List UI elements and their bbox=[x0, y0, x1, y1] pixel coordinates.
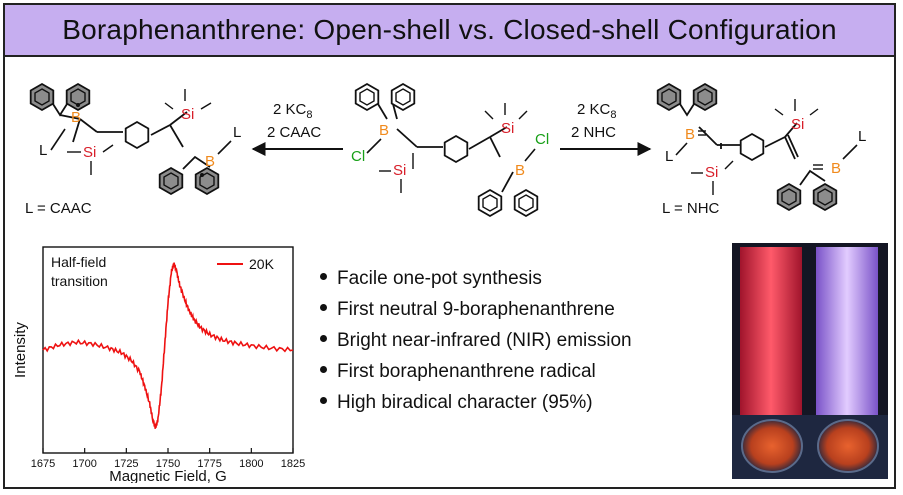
atom-silicon: Si bbox=[181, 106, 194, 123]
bullet-dot-icon bbox=[320, 366, 327, 374]
x-tick-label: 1800 bbox=[239, 458, 263, 470]
atom-chlorine: Cl bbox=[351, 148, 365, 165]
feature-item: Facile one-pot synthesis bbox=[320, 263, 720, 294]
atom-silicon: Si bbox=[791, 116, 804, 133]
x-ticks: 1675 1700 1725 1750 1775 1800 1825 bbox=[31, 448, 305, 470]
atom-silicon: Si bbox=[83, 144, 96, 161]
page-title: Boraphenanthrene: Open-shell vs. Closed-… bbox=[62, 14, 837, 45]
feature-text: Facile one-pot synthesis bbox=[337, 268, 542, 289]
plot-area bbox=[42, 246, 294, 454]
left-reagent-2: 2 CAAC bbox=[267, 124, 321, 141]
feature-text: Bright near-infrared (NIR) emission bbox=[337, 330, 632, 351]
right-reagent-1: 2 KC bbox=[577, 101, 611, 118]
x-tick-label: 1825 bbox=[281, 458, 305, 470]
atom-boron: B bbox=[379, 122, 389, 139]
atom-ligand: L bbox=[858, 128, 866, 145]
x-tick-label: 1700 bbox=[72, 458, 96, 470]
atom-ligand: L bbox=[233, 124, 241, 141]
bullet-dot-icon bbox=[320, 335, 327, 343]
x-tick-label: 1775 bbox=[197, 458, 221, 470]
center-molecule: B Cl Si Si B Cl bbox=[351, 83, 549, 217]
annotation-line-1: Half-field bbox=[51, 254, 106, 270]
bullet-dot-icon bbox=[320, 273, 327, 281]
atom-ligand: L bbox=[39, 142, 47, 159]
atom-boron: B bbox=[205, 153, 215, 170]
atom-silicon: Si bbox=[705, 164, 718, 181]
atom-silicon: Si bbox=[501, 120, 514, 137]
bullet-dot-icon bbox=[320, 304, 327, 312]
y-axis-label: Intensity bbox=[13, 322, 29, 378]
right-powder-dish bbox=[817, 419, 879, 473]
svg-text:2 KC8: 2 KC8 bbox=[577, 101, 616, 121]
atom-boron: B bbox=[71, 109, 81, 126]
atom-silicon: Si bbox=[393, 162, 406, 179]
feature-item: First boraphenanthrene radical bbox=[320, 356, 720, 387]
purple-emission-vial bbox=[816, 247, 878, 415]
x-tick-label: 1750 bbox=[156, 458, 180, 470]
vial-photo bbox=[732, 243, 888, 479]
series-20K-line bbox=[42, 262, 294, 429]
left-ligand-label: L = CAAC bbox=[25, 200, 92, 217]
atom-ligand: L bbox=[665, 148, 673, 165]
bullet-dot-icon bbox=[320, 397, 327, 405]
feature-item: High biradical character (95%) bbox=[320, 387, 720, 418]
right-reagent-1-sub: 8 bbox=[610, 109, 616, 121]
atom-boron: B bbox=[831, 160, 841, 177]
right-reagent-2: 2 NHC bbox=[571, 124, 616, 141]
graphic-frame: Boraphenanthrene: Open-shell vs. Closed-… bbox=[3, 3, 896, 489]
x-axis-label: Magnetic Field, G bbox=[109, 468, 227, 483]
feature-item: First neutral 9-boraphenanthrene bbox=[320, 294, 720, 325]
title-banner: Boraphenanthrene: Open-shell vs. Closed-… bbox=[5, 5, 894, 57]
annotation-line-2: transition bbox=[51, 273, 108, 289]
atom-boron: B bbox=[685, 126, 695, 143]
right-ligand-label: L = NHC bbox=[662, 200, 720, 217]
left-molecule: B L Si Si B L L = CAAC bbox=[25, 83, 241, 217]
left-powder-dish bbox=[741, 419, 803, 473]
legend-label: 20K bbox=[249, 256, 275, 272]
feature-text: First boraphenanthrene radical bbox=[337, 361, 596, 382]
x-tick-label: 1725 bbox=[114, 458, 138, 470]
red-emission-vial bbox=[740, 247, 802, 415]
left-reagent-1: 2 KC bbox=[273, 101, 307, 118]
epr-spectrum-chart: 1675 1700 1725 1750 1775 1800 1825 Intensity M… bbox=[13, 246, 305, 483]
x-tick-label: 1675 bbox=[31, 458, 55, 470]
reaction-scheme: B L Si Si B L L = CAAC 2 KC8 2 CAAC bbox=[25, 83, 866, 217]
left-reagent-1-sub: 8 bbox=[306, 109, 312, 121]
svg-text:2 KC8: 2 KC8 bbox=[273, 101, 312, 121]
right-molecule: B L Si Si B L L = NHC bbox=[656, 83, 866, 217]
feature-text: First neutral 9-boraphenanthrene bbox=[337, 299, 615, 320]
feature-item: Bright near-infrared (NIR) emission bbox=[320, 325, 720, 356]
atom-boron: B bbox=[515, 162, 525, 179]
feature-text: High biradical character (95%) bbox=[337, 392, 593, 413]
atom-chlorine: Cl bbox=[535, 131, 549, 148]
